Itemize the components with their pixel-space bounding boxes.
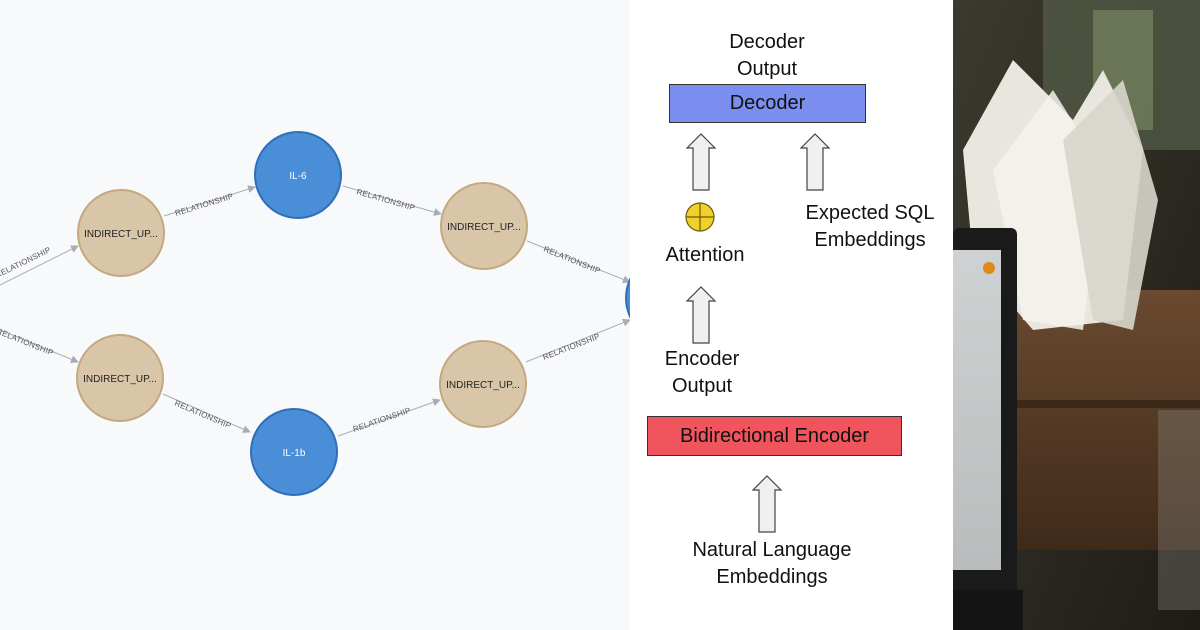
graph-node-indirect[interactable]: INDIRECT_UP... — [77, 189, 165, 277]
edge-label: RELATIONSHIP — [352, 406, 412, 434]
graph-edge — [163, 185, 256, 217]
graph-edge — [525, 318, 630, 363]
edge-label: RELATIONSHIP — [173, 399, 232, 431]
graph-edge — [342, 185, 442, 216]
edge-label: RELATIONSHIP — [0, 327, 55, 358]
graph-node-indirect[interactable]: INDIRECT_UP... — [440, 182, 528, 270]
attention-label: Attention — [665, 244, 745, 266]
graph-edge — [337, 398, 441, 437]
up-arrow-icon — [799, 133, 831, 191]
graph-canvas: RELATIONSHIP RELATIONSHIP RELATIONSHIP R… — [0, 131, 630, 496]
attention-circle-plus-icon — [685, 202, 715, 232]
graph-edge — [0, 245, 79, 286]
decoder-output-label: Decoder Output — [729, 31, 805, 80]
expected-sql-label: Expected SQL Embeddings — [805, 202, 935, 251]
graph-node-indirect[interactable]: INDIRECT_UP... — [76, 334, 164, 422]
edge-label: RELATIONSHIP — [541, 332, 601, 362]
graph-node-il1b[interactable]: IL-1b — [250, 408, 338, 496]
up-arrow-icon — [685, 133, 717, 191]
node-label: INDIRECT_UP... — [446, 380, 520, 391]
edge-label: RELATIONSHIP — [542, 245, 601, 276]
graph-edge — [0, 329, 79, 364]
graph-edge — [162, 393, 251, 433]
encoder-box: Bidirectional Encoder — [647, 416, 902, 456]
node-label: INDIRECT_UP... — [84, 229, 158, 240]
graph-node-il6[interactable]: IL-6 — [254, 131, 342, 219]
graph-node-indirect[interactable]: INDIRECT_UP... — [439, 340, 527, 428]
nl-embeddings-label: Natural Language Embeddings — [692, 539, 852, 588]
knowledge-graph: RELATIONSHIP RELATIONSHIP RELATIONSHIP R… — [0, 131, 630, 496]
node-label: INDIRECT_UP... — [447, 222, 521, 233]
photo-illustration — [953, 0, 1200, 630]
edge-label: RELATIONSHIP — [174, 192, 234, 218]
graph-node-partial[interactable] — [625, 254, 630, 342]
decoder-box: Decoder — [669, 84, 866, 123]
architecture-diagram: Decoder Output Decoder Attention Expecte… — [630, 0, 953, 630]
background-photo — [953, 0, 1200, 630]
node-label: IL-6 — [289, 171, 307, 182]
edge-label: RELATIONSHIP — [355, 187, 416, 212]
status-indicator — [983, 262, 995, 274]
node-label: INDIRECT_UP... — [83, 374, 157, 385]
graph-edge — [526, 240, 630, 284]
up-arrow-icon — [751, 475, 783, 533]
arrows-layer — [685, 133, 831, 533]
node-label: IL-1b — [283, 448, 306, 459]
up-arrow-icon — [685, 286, 717, 344]
encoder-output-label: Encoder Output — [664, 348, 740, 397]
